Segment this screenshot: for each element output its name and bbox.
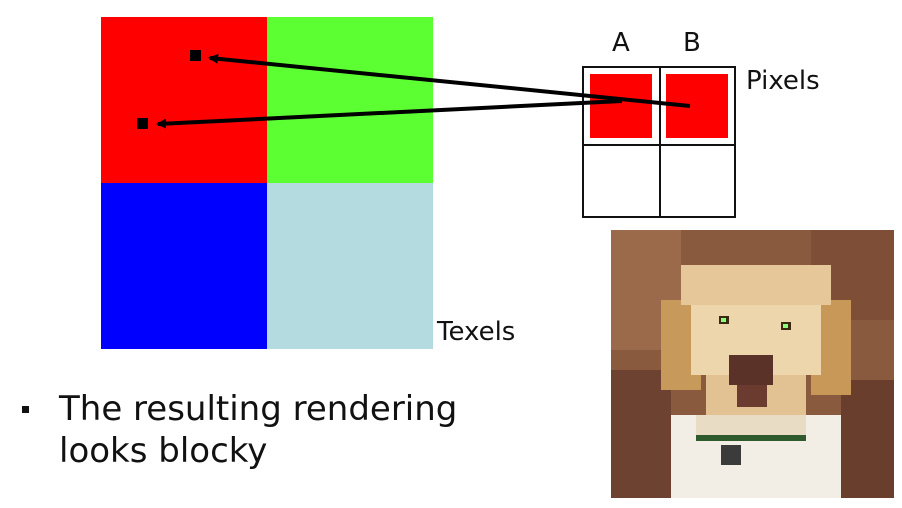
pixel-a-label: A (612, 28, 630, 58)
pixel-grid-divider-horizontal (584, 144, 734, 146)
texel-top-left (101, 17, 267, 183)
blocky-dog-image (611, 230, 894, 498)
arrow-a (156, 99, 623, 129)
pixel-grid-divider-vertical (659, 68, 661, 216)
bullet-marker (22, 406, 29, 413)
arrow-b (208, 53, 691, 108)
sample-point-b (190, 50, 201, 61)
texel-top-right (267, 17, 433, 183)
pixels-label: Pixels (746, 66, 820, 96)
pixel-b-label: B (683, 28, 701, 58)
texel-bottom-right (267, 183, 433, 349)
texel-bottom-left (101, 183, 267, 349)
bullet-item: The resulting rendering looks blocky (22, 388, 519, 472)
texels-label: Texels (437, 317, 516, 347)
bullet-text: The resulting rendering looks blocky (59, 389, 458, 471)
sample-point-a (137, 118, 148, 129)
pixel-a-fill (590, 74, 652, 138)
